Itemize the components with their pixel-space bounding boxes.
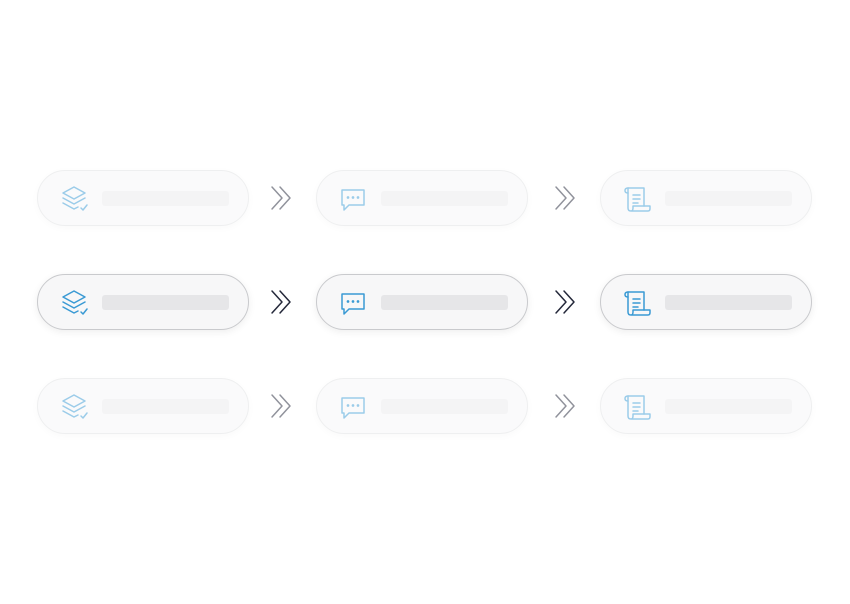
- flow-step-scroll: [600, 274, 812, 330]
- flow-step-chat: [316, 378, 528, 434]
- step-label-placeholder: [381, 399, 508, 414]
- double-chevron-right-icon: [549, 286, 581, 318]
- step-label-placeholder: [665, 295, 792, 310]
- double-chevron-right-icon: [265, 390, 297, 422]
- layers-check-icon: [58, 391, 90, 423]
- step-label-placeholder: [665, 399, 792, 414]
- step-label-placeholder: [102, 295, 229, 310]
- flow-step-chat: [316, 170, 528, 226]
- step-label-placeholder: [102, 399, 229, 414]
- flow-step-layers: [37, 170, 249, 226]
- layers-check-icon: [58, 287, 90, 319]
- flow-row-3: [0, 378, 850, 434]
- double-chevron-right-icon: [549, 390, 581, 422]
- scroll-document-icon: [621, 287, 653, 319]
- flow-step-chat: [316, 274, 528, 330]
- flow-row-1: [0, 170, 850, 226]
- flow-row-2: [0, 274, 850, 330]
- double-chevron-right-icon: [265, 286, 297, 318]
- flow-step-scroll: [600, 170, 812, 226]
- flow-step-layers: [37, 274, 249, 330]
- chat-bubble-icon: [337, 287, 369, 319]
- step-label-placeholder: [381, 191, 508, 206]
- scroll-document-icon: [621, 183, 653, 215]
- flow-step-scroll: [600, 378, 812, 434]
- double-chevron-right-icon: [549, 182, 581, 214]
- scroll-document-icon: [621, 391, 653, 423]
- chat-bubble-icon: [337, 183, 369, 215]
- layers-check-icon: [58, 183, 90, 215]
- double-chevron-right-icon: [265, 182, 297, 214]
- step-label-placeholder: [381, 295, 508, 310]
- step-label-placeholder: [102, 191, 229, 206]
- step-label-placeholder: [665, 191, 792, 206]
- flow-step-layers: [37, 378, 249, 434]
- chat-bubble-icon: [337, 391, 369, 423]
